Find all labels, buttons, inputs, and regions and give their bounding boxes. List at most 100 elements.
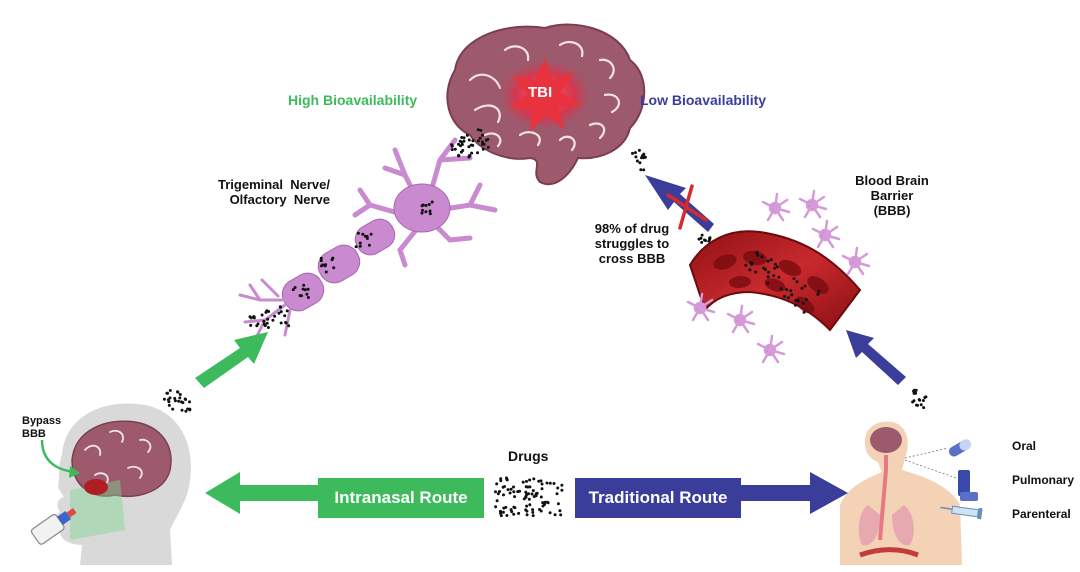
drug-particle [502, 493, 505, 497]
patient-head [30, 403, 191, 565]
drug-particle [461, 149, 465, 152]
drug-particle [173, 399, 177, 403]
low-bioavailability-label: Low Bioavailability [640, 92, 767, 108]
drug-particle [512, 505, 516, 509]
drug-particle [505, 514, 509, 517]
nasal-cavity [70, 480, 125, 540]
drug-particle [637, 148, 641, 152]
drug-particle [525, 504, 529, 508]
bbb-label-line1: Blood Brain [855, 173, 929, 188]
drug-particle [496, 492, 500, 496]
drug-particle [167, 403, 171, 407]
patient-torso [840, 421, 983, 565]
drug-particle [266, 317, 270, 321]
drug-particle [773, 266, 777, 270]
drug-particle [540, 482, 544, 486]
drug-particle [167, 400, 171, 404]
nerve-label-line2: Olfactory Nerve [229, 191, 330, 207]
drug-particle [534, 494, 538, 498]
syringe-icon [940, 505, 983, 520]
drug-particle [762, 266, 766, 270]
drug-particle [252, 315, 256, 319]
drug-particle [631, 151, 634, 155]
drug-particle [283, 314, 287, 318]
drug-particle [320, 264, 323, 268]
drug-particle [367, 243, 371, 247]
drug-particle [525, 479, 528, 483]
blocked-x-icon [666, 184, 708, 230]
tbi-label: TBI [528, 84, 553, 101]
drug-particle [265, 321, 269, 325]
drug-particle [302, 283, 306, 287]
drug-particle [548, 481, 552, 485]
drug-particle [531, 514, 535, 518]
intranasal-route-arrow [205, 472, 484, 518]
drug-particle [180, 400, 183, 404]
drug-particle [552, 482, 556, 485]
drug-particle [540, 487, 544, 491]
drug-particle [486, 137, 490, 141]
drug-particle [486, 145, 490, 149]
oral-label: Oral [1012, 439, 1037, 453]
drug-particle [560, 483, 564, 487]
drug-particle [556, 502, 560, 506]
drug-particle [775, 265, 779, 269]
drug-particle [512, 485, 515, 489]
struggle-label-line1: 98% of drug [594, 221, 670, 236]
drug-particle [800, 286, 804, 290]
drug-particle [300, 294, 303, 298]
drugs-label: Drugs [508, 448, 549, 464]
drug-particle [470, 151, 474, 155]
drug-particle [748, 268, 752, 272]
drug-particle [427, 203, 431, 206]
drug-particles [162, 128, 928, 518]
tbi-burst-icon [508, 58, 582, 132]
drug-particle [816, 292, 820, 296]
drug-particle [303, 288, 307, 292]
drug-particle [919, 403, 923, 407]
drug-particle [498, 510, 502, 513]
traditional-route-arrow [575, 472, 848, 518]
drug-particle [502, 506, 506, 510]
drug-particle [921, 399, 925, 402]
drug-particle [777, 275, 781, 279]
drug-particle [361, 232, 365, 236]
drug-particle [801, 301, 805, 305]
drug-particle [528, 503, 532, 507]
drug-particle [450, 143, 454, 147]
drug-particle [642, 168, 646, 172]
drug-particle [476, 139, 480, 143]
drug-particle [494, 505, 498, 509]
drug-particle [527, 492, 530, 496]
drug-particle [521, 480, 525, 484]
drug-particle [755, 250, 759, 254]
drug-particle [319, 256, 323, 260]
drug-particle [912, 399, 916, 403]
drug-particle [767, 270, 771, 274]
drug-particle [168, 389, 172, 392]
drug-particle [786, 296, 790, 300]
nasal-to-nerve-arrow [195, 332, 268, 388]
drug-particle [330, 258, 334, 262]
drug-particle [545, 500, 549, 504]
drug-particle [499, 514, 503, 518]
parenteral-label: Parenteral [1012, 507, 1071, 521]
drug-particle [369, 232, 373, 236]
drug-particle [467, 155, 471, 159]
drug-particle [481, 140, 484, 144]
drug-particle [284, 321, 288, 325]
drug-particle [700, 240, 704, 244]
drug-particle [804, 298, 808, 301]
pulmonary-label: Pulmonary [1012, 473, 1075, 487]
drug-particle [479, 128, 483, 132]
drug-particle [525, 509, 529, 513]
traditional-route-label: Traditional Route [588, 488, 728, 507]
drug-particle [262, 319, 266, 323]
drug-particle [186, 407, 190, 411]
drug-particle [766, 281, 770, 285]
drug-particle [324, 270, 328, 274]
drug-particle [324, 263, 328, 267]
bypass-label-line2: BBB [22, 427, 46, 440]
drug-particle [517, 511, 521, 515]
